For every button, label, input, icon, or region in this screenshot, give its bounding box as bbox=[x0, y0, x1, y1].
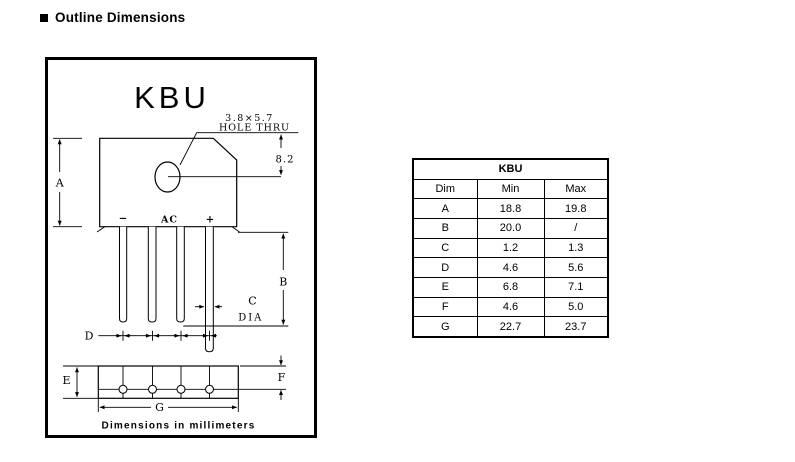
hole-thru-note: HOLE THRU bbox=[219, 123, 290, 134]
table-row: A 18.8 19.8 bbox=[412, 198, 609, 219]
hole-size-note: 3.8×5.7 bbox=[225, 113, 274, 124]
cell-dim: C bbox=[412, 237, 478, 259]
table-title-row: KBU bbox=[412, 158, 609, 180]
cell-dim: E bbox=[412, 276, 478, 298]
terminal-ac-label: AC bbox=[160, 215, 178, 226]
col-header-max: Max bbox=[543, 178, 609, 200]
cell-min: 22.7 bbox=[476, 316, 545, 338]
cell-max: 19.8 bbox=[543, 198, 609, 219]
dimensions-table: KBU Dim Min Max A 18.8 19.8 B 20.0 / C 1… bbox=[412, 158, 610, 338]
cell-min: 18.8 bbox=[476, 198, 545, 219]
section-bullet-icon bbox=[40, 13, 48, 22]
table-row: F 4.6 5.0 bbox=[412, 296, 609, 318]
cell-dim: G bbox=[412, 316, 478, 338]
dim-g-label: G bbox=[155, 401, 164, 414]
kbu-outline-drawing: KBU 3.8×5.7 HOLE THRU 8.2 A − AC + bbox=[45, 57, 317, 438]
cell-max: 5.6 bbox=[543, 257, 609, 278]
cell-max: 5.0 bbox=[543, 296, 609, 318]
dim-c-label: C bbox=[248, 295, 256, 308]
cell-dim: B bbox=[412, 217, 478, 239]
cell-min: 20.0 bbox=[476, 217, 545, 239]
dim-d-label: D bbox=[85, 330, 94, 343]
lead-3 bbox=[176, 226, 185, 323]
lead-1 bbox=[119, 226, 128, 323]
drawing-footnote: Dimensions in millimeters bbox=[102, 421, 256, 432]
table-row: G 22.7 23.7 bbox=[412, 316, 609, 338]
cell-max: / bbox=[543, 217, 609, 239]
dim-f-ticks bbox=[238, 365, 286, 390]
dim-g-ticks bbox=[97, 398, 239, 412]
table-row: B 20.0 / bbox=[412, 217, 609, 239]
lead-2 bbox=[147, 226, 157, 323]
cell-dim: D bbox=[412, 257, 478, 278]
bottom-view-lead-hole-1 bbox=[118, 384, 128, 394]
dim-f-label: F bbox=[278, 371, 286, 384]
dim-c-dia-label: DIA bbox=[238, 313, 263, 324]
col-header-min: Min bbox=[476, 178, 545, 200]
cell-min: 4.6 bbox=[476, 257, 545, 278]
dim-b-ticks bbox=[183, 231, 289, 327]
dim-e-ticks bbox=[63, 365, 99, 399]
cell-dim: A bbox=[412, 198, 478, 219]
package-name-label: KBU bbox=[134, 80, 210, 115]
hole-leader-line bbox=[179, 132, 299, 166]
table-row: D 4.6 5.6 bbox=[412, 257, 609, 278]
outline-drawing-panel: KBU 3.8×5.7 HOLE THRU 8.2 A − AC + bbox=[45, 57, 317, 438]
dim-8-2-label: 8.2 bbox=[276, 155, 295, 166]
dim-e-label: E bbox=[62, 374, 70, 387]
section-header: Outline Dimensions bbox=[40, 10, 185, 25]
cell-max: 23.7 bbox=[543, 316, 609, 338]
table-header-row: Dim Min Max bbox=[412, 178, 609, 200]
dim-b-label: B bbox=[279, 276, 287, 289]
col-header-dim: Dim bbox=[412, 178, 478, 200]
cell-dim: F bbox=[412, 296, 478, 318]
cell-max: 7.1 bbox=[543, 276, 609, 298]
table-title: KBU bbox=[412, 158, 609, 180]
cell-max: 1.3 bbox=[543, 237, 609, 259]
section-title: Outline Dimensions bbox=[55, 10, 186, 25]
bottom-view-lead-hole-2 bbox=[148, 384, 157, 394]
table-row: C 1.2 1.3 bbox=[412, 237, 609, 259]
terminal-minus-label: − bbox=[119, 214, 127, 225]
dim-d-ticks bbox=[122, 330, 210, 341]
bottom-view-lead-hole-4 bbox=[205, 384, 214, 394]
body-foot-right bbox=[231, 226, 240, 233]
bottom-view-body bbox=[97, 365, 239, 399]
table-row: E 6.8 7.1 bbox=[412, 276, 609, 298]
bottom-view-lead-lines bbox=[122, 366, 210, 399]
cell-min: 6.8 bbox=[476, 276, 545, 298]
cell-min: 4.6 bbox=[476, 296, 545, 318]
dim-a-ticks bbox=[53, 137, 82, 228]
dim-a-label: A bbox=[55, 177, 65, 190]
lead-4 bbox=[205, 226, 214, 353]
body-foot-left bbox=[96, 226, 105, 233]
terminal-plus-label: + bbox=[206, 215, 214, 226]
cell-min: 1.2 bbox=[476, 237, 545, 259]
bottom-view-lead-hole-3 bbox=[176, 384, 186, 394]
